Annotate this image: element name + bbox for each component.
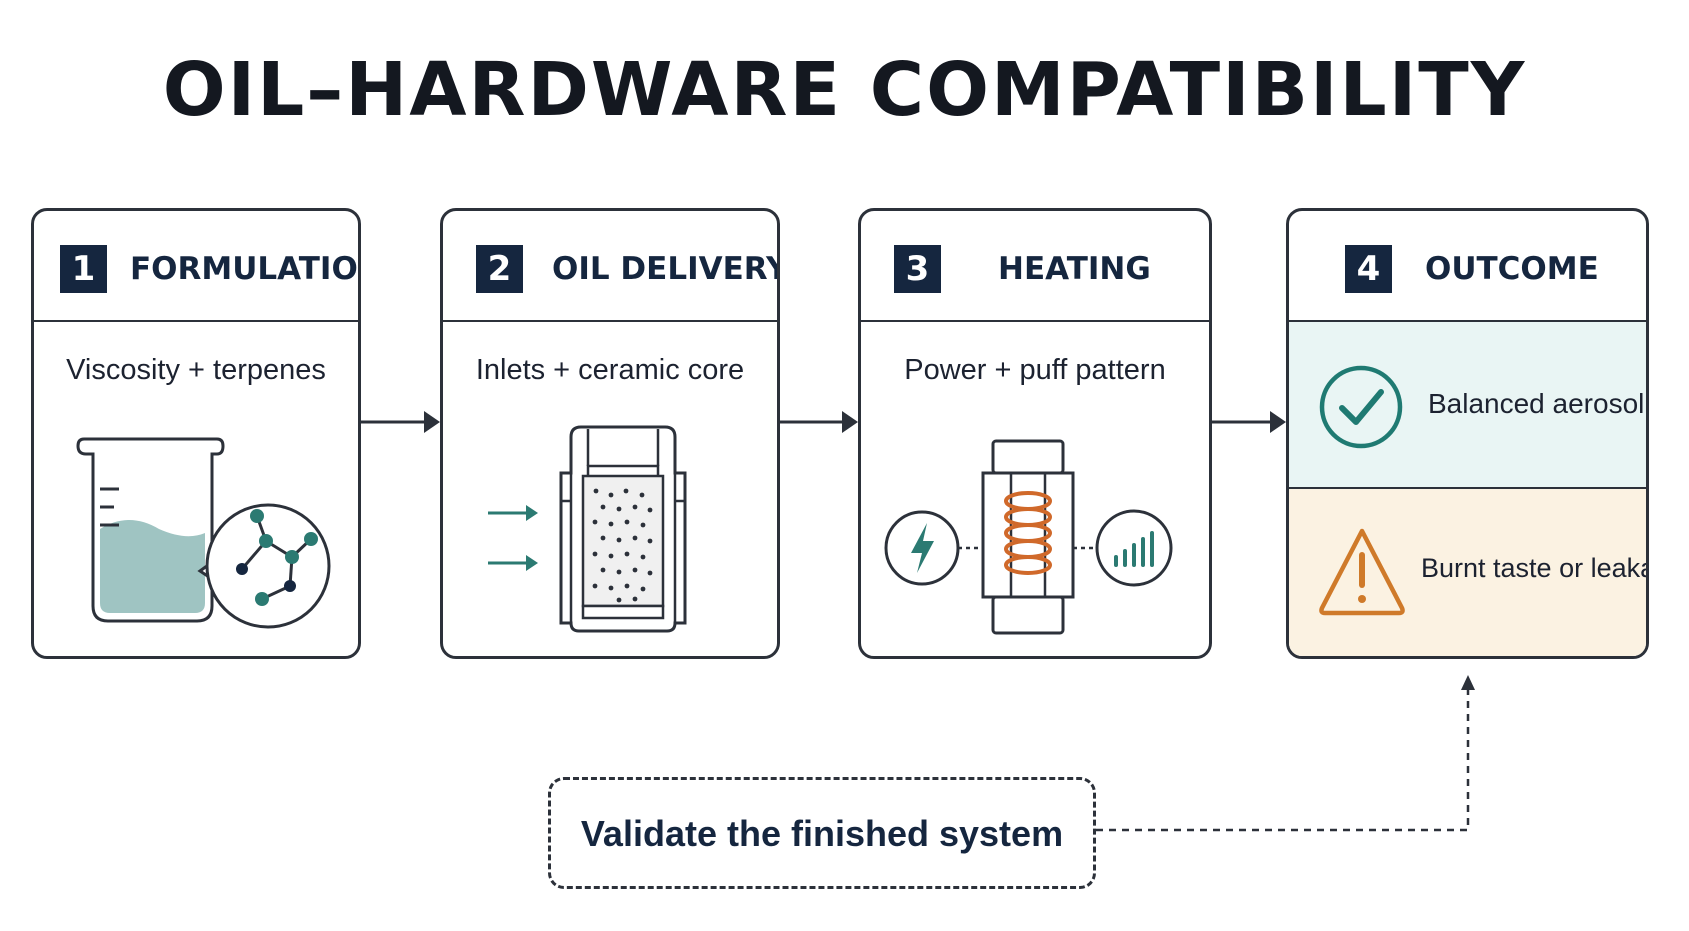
cartridge-core-icon <box>488 425 687 633</box>
step-number-badge: 4 <box>1345 245 1392 293</box>
step-title: OIL DELIVERY <box>552 251 780 287</box>
arrow-head <box>842 411 858 433</box>
coil-heater-icon <box>884 439 1173 635</box>
arrow-head <box>1270 411 1286 433</box>
card-header: 4 OUTCOME <box>1289 211 1646 322</box>
page-title: OIL–HARDWARE COMPATIBILITY <box>162 47 1527 133</box>
outcome-balanced-row: Balanced aerosol <box>1289 322 1646 489</box>
step-number-badge: 3 <box>894 245 941 293</box>
arrow-head <box>424 411 440 433</box>
step-title: OUTCOME <box>1425 251 1599 287</box>
step-card-heating: 3 HEATING Power + puff pattern <box>858 208 1212 659</box>
outcome-bad-label: Burnt taste or leakage <box>1421 553 1646 583</box>
card-header: 1 FORMULATION <box>34 211 358 322</box>
step-card-oil-delivery: 2 OIL DELIVERY Inlets + ceramic core <box>440 208 780 659</box>
card-header: 2 OIL DELIVERY <box>443 211 777 322</box>
step-title: HEATING <box>998 251 1151 287</box>
step-title: FORMULATION <box>130 251 361 287</box>
step-number-badge: 1 <box>60 245 107 293</box>
validate-callout: Validate the finished system <box>548 777 1096 889</box>
step-subtitle: Power + puff pattern <box>904 354 1166 386</box>
outcome-good-label: Balanced aerosol <box>1428 388 1645 419</box>
step-number-badge: 2 <box>476 245 523 293</box>
check-circle-icon <box>1319 365 1403 449</box>
card-header: 3 HEATING <box>861 211 1209 322</box>
validate-label: Validate the finished system <box>580 813 1064 854</box>
step-subtitle: Viscosity + terpenes <box>66 354 326 386</box>
step-card-outcome: 4 OUTCOME Balanced aerosol Burnt taste o… <box>1286 208 1649 659</box>
step-card-formulation: 1 FORMULATION Viscosity + terpenes <box>31 208 361 659</box>
step-subtitle: Inlets + ceramic core <box>475 354 745 386</box>
outcome-failure-row: Burnt taste or leakage <box>1289 489 1646 656</box>
beaker-molecule-icon <box>76 437 331 629</box>
warning-triangle-icon <box>1319 528 1405 616</box>
